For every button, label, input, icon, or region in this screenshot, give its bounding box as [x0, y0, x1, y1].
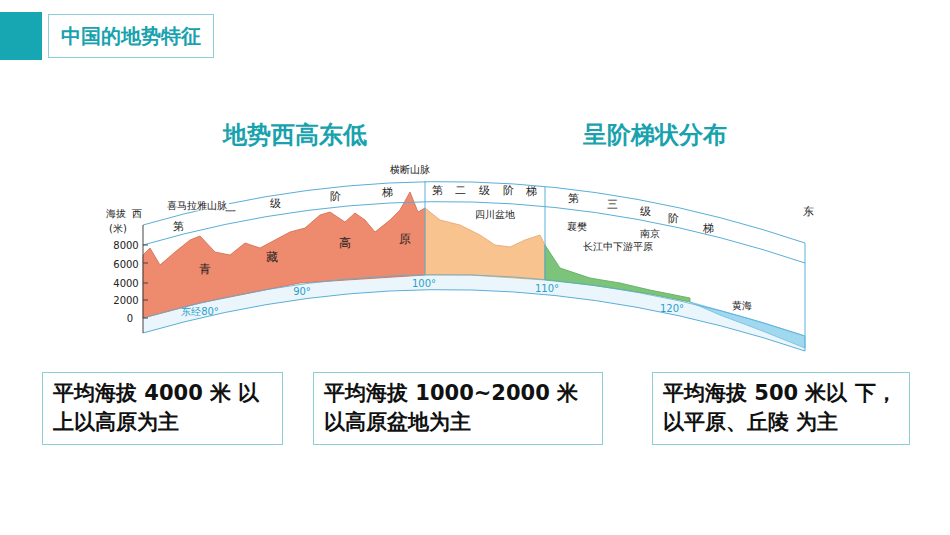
summary-text: 平均海拔 4000 米 以上以高原为主 [53, 379, 272, 438]
summary-box: 平均海拔 4000 米 以上以高原为主 [42, 372, 283, 445]
axis-value: 8000 [113, 240, 138, 251]
heading: 地势西高东低 [223, 122, 367, 148]
step-name: 三 [607, 199, 618, 211]
step-name: 阶 [668, 213, 679, 225]
axis-title: 海拔 [106, 208, 126, 219]
mountain-name: 喜马拉雅山脉 [165, 200, 229, 211]
summary-text: 平均海拔 1000~2000 米以高原盆地为主 [324, 379, 592, 438]
third-step-terrain [545, 245, 690, 302]
step-name: 级 [640, 206, 651, 218]
step-name: 梯 [703, 223, 714, 235]
city-name: 南京 [640, 228, 660, 239]
step-divider [425, 181, 426, 275]
step-name: 阶 [330, 191, 341, 203]
longitude-label: 110° [535, 283, 559, 294]
step-name: 一 [225, 206, 236, 218]
frame-bottom-arc [143, 290, 805, 351]
summary-box: 平均海拔 500 米以 下，以平原、丘陵 为主 [652, 372, 910, 445]
plateau-name: 青 [199, 263, 211, 276]
title-accent [0, 12, 42, 60]
longitude-label: 120° [660, 303, 684, 314]
plateau-name: 藏 [266, 251, 278, 264]
first-step-terrain [143, 192, 425, 318]
plateau-name: 高 [339, 237, 351, 250]
axis-tick [143, 300, 148, 301]
title-box: 中国的地势特征 [48, 14, 214, 58]
longitude-label: 100° [412, 278, 436, 289]
direction-label: 东 [803, 206, 814, 218]
plain-name: 长江中下游平原 [583, 241, 653, 252]
second-step-terrain [425, 208, 545, 280]
slide-title: 中国的地势特征 [61, 23, 201, 50]
step-name: 二 [455, 185, 466, 197]
step-name: 梯 [526, 186, 537, 198]
direction-label: 西 [132, 208, 142, 219]
step-name: 梯 [382, 187, 393, 199]
longitude-label: 90° [293, 286, 311, 297]
axis-tick [143, 245, 148, 246]
summary-box: 平均海拔 1000~2000 米以高原盆地为主 [313, 372, 603, 445]
axis-value: 0 [127, 313, 133, 324]
step-divider [545, 187, 546, 280]
frame-right-edge [805, 243, 806, 351]
mountain-name: 横断山脉 [390, 164, 430, 175]
axis-value: 4000 [113, 278, 138, 289]
heading: 呈阶梯状分布 [583, 122, 727, 148]
step-name: 级 [270, 198, 281, 210]
height-axis [143, 225, 144, 333]
axis-tick [143, 283, 148, 284]
axis-value: 6000 [113, 259, 138, 270]
step-name: 阶 [503, 185, 514, 197]
longitude-label: 东经80° [181, 306, 219, 317]
basin-name: 四川盆地 [475, 209, 515, 220]
sea-level-arc [143, 275, 805, 336]
summary-text: 平均海拔 500 米以 下，以平原、丘陵 为主 [663, 379, 899, 438]
city-name: 襄樊 [567, 221, 587, 232]
step-name: 级 [479, 185, 490, 197]
step-name: 第 [568, 193, 579, 205]
axis-unit: (米) [109, 223, 127, 234]
step-name: 第 [432, 185, 443, 197]
step-name: 第 [173, 221, 184, 233]
frame-band-arc [143, 202, 805, 263]
axis-tick [143, 318, 148, 319]
frame-top-arc [143, 182, 805, 243]
axis-tick [143, 263, 148, 264]
sea-name: 黄海 [732, 300, 752, 311]
axis-value: 2000 [113, 295, 138, 306]
plateau-name: 原 [399, 233, 411, 246]
